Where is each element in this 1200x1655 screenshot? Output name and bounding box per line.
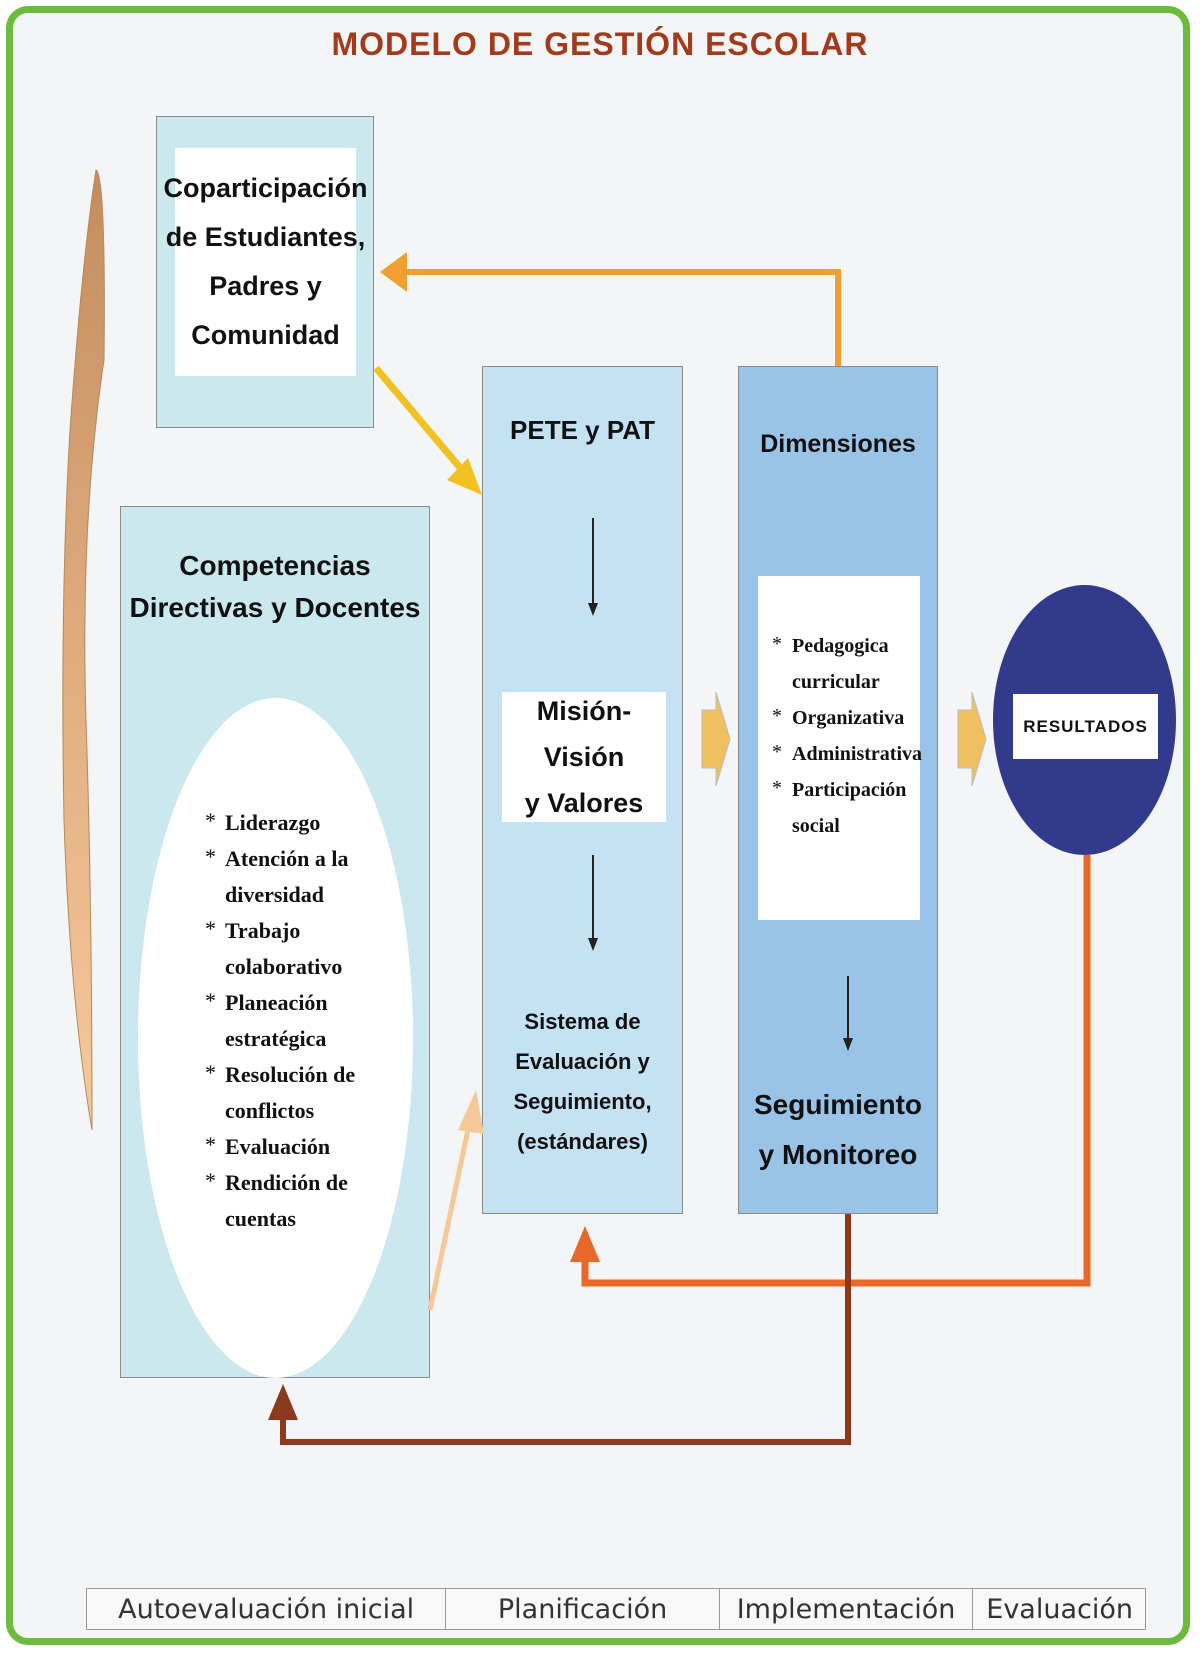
competencias-title: Competencias Directivas y Docentes [129,550,421,623]
down-arrowhead-dimensiones [843,1038,853,1051]
left-curved-arrow [62,169,105,1131]
list-item: Pedagogica curricular [772,626,920,700]
list-item: Organizativa [772,698,920,736]
dimensiones-list: Pedagogica curricular Organizativa Admin… [772,626,922,844]
resultados-label: RESULTADOS [1013,694,1158,759]
list-item: Evaluación [205,1127,405,1165]
seguimiento-label: Seguimiento y Monitoreo [753,1089,922,1170]
dimensiones-title: Dimensiones [760,430,916,458]
arrowhead-pete-peach [458,1090,484,1134]
list-item: Atención a la diversidad [205,839,405,913]
down-arrowhead-pete-1 [588,603,598,616]
arrow-resultados-to-sistema [581,855,1091,1287]
block-arrow-dimensiones-to-resultados [957,691,987,787]
mision-vision-box: Misión- Visión y Valores [502,692,666,822]
block-arrow-pete-to-dimensiones [701,691,731,787]
diagram-title: MODELO DE GESTIÓN ESCOLAR [331,26,869,62]
arrowhead-coparticipacion [380,252,407,292]
list-item: Rendición de cuentas [205,1163,405,1237]
list-item: Planeación estratégica [205,983,405,1057]
phases-bar: Autoevaluación inicial Planificación Imp… [86,1588,1146,1630]
phase-planificacion: Planificación [446,1589,720,1629]
list-item: Participación social [772,770,920,844]
arrowhead-competencias [268,1384,298,1420]
arrow-competencias-to-pete [427,1119,473,1311]
list-item: Resolución de conflictos [205,1055,405,1129]
arrow-coparticipacion-to-pete [373,365,465,473]
list-item: Liderazgo [205,803,405,841]
coparticipacion-label: Coparticipación de Estudiantes, Padres y… [163,148,368,376]
phase-implementacion: Implementación [720,1589,974,1629]
arrow-dimensiones-to-coparticipacion [405,269,841,366]
arrow-seguimiento-to-competencias [280,1214,851,1445]
pete-title: PETE y PAT [510,415,655,445]
phase-autoevaluacion: Autoevaluación inicial [87,1589,447,1629]
down-arrowhead-pete-2 [588,938,598,951]
arrowhead-sistema [570,1226,600,1262]
competencias-list: Liderazgo Atención a la diversidad Traba… [205,803,405,1237]
phase-evaluacion: Evaluación [986,1593,1133,1625]
sistema-evaluacion-label: Sistema de Evaluación y Seguimiento, (es… [513,1009,652,1154]
list-item: Administrativa [772,734,922,772]
arrowhead-pete-yellow [447,458,482,495]
list-item: Trabajo colaborativo [205,911,405,985]
